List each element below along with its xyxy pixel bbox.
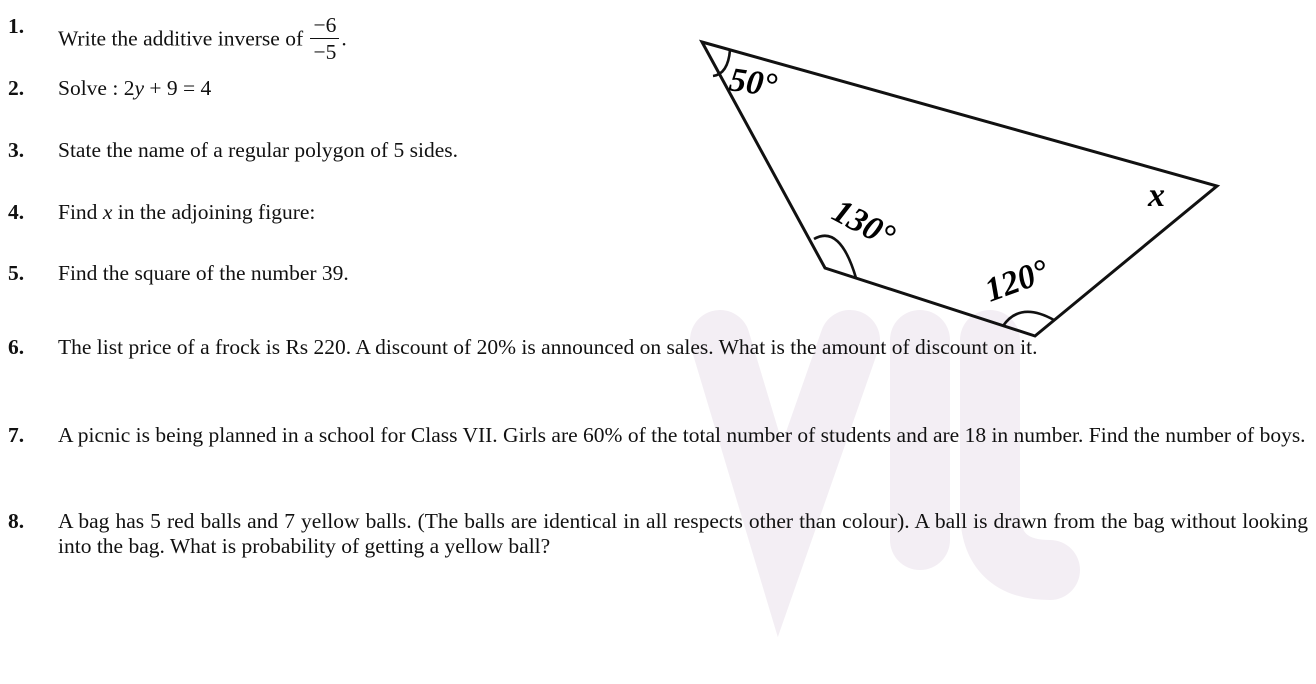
- question-2: 2.Solve : 2y + 9 = 4: [8, 76, 212, 100]
- angle-label-bottom-left: 130°: [826, 192, 901, 255]
- question-number: 2.: [8, 76, 25, 100]
- angle-label-right: x: [1147, 177, 1165, 214]
- question-number: 6.: [8, 335, 25, 359]
- question-number: 4.: [8, 200, 25, 224]
- question-8: 8.A bag has 5 red balls and 7 yellow bal…: [8, 509, 1308, 558]
- question-number: 3.: [8, 138, 25, 162]
- question-1: 1.Write the additive inverse of −6 −5 .: [8, 12, 347, 65]
- angle-label-bottom-right: 120°: [980, 253, 1054, 310]
- fraction: −6 −5: [310, 12, 340, 65]
- question-3: 3.State the name of a regular polygon of…: [8, 138, 459, 162]
- question-7: 7.A picnic is being planned in a school …: [8, 423, 1306, 447]
- angle-arc-top-left: [712, 49, 732, 78]
- angle-arc-bottom-left: [813, 234, 858, 279]
- quadrilateral-outline: [698, 39, 1221, 338]
- question-5: 5.Find the square of the number 39.: [8, 261, 349, 285]
- quadrilateral-figure: 50° 130° 120° x: [698, 39, 1221, 338]
- question-6: 6.The list price of a frock is Rs 220. A…: [8, 335, 1038, 359]
- question-number: 8.: [8, 509, 25, 533]
- fraction-numerator: −6: [310, 12, 340, 39]
- angle-label-top-left: 50°: [727, 61, 780, 104]
- question-number: 5.: [8, 261, 25, 285]
- question-number: 1.: [8, 14, 25, 38]
- question-4: 4.Find x in the adjoining figure:: [8, 200, 316, 224]
- question-number: 7.: [8, 423, 25, 447]
- fraction-denominator: −5: [313, 40, 337, 64]
- angle-arc-bottom-right: [1001, 310, 1055, 327]
